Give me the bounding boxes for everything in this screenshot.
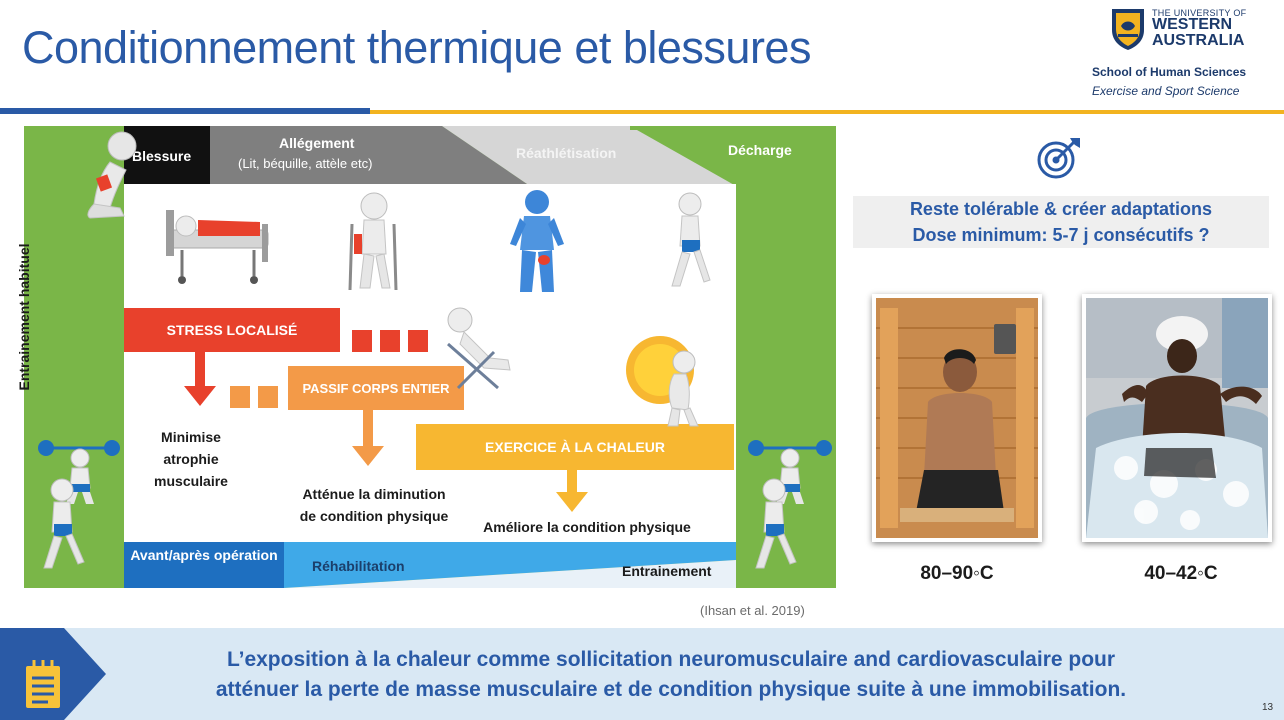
effect-attenue-line2: de condition physique — [299, 508, 449, 524]
page-number: 13 — [1262, 702, 1274, 713]
phase-allegement-detail: (Lit, béquille, attèle etc) — [238, 156, 373, 171]
phase-blessure: Blessure — [132, 148, 192, 164]
runner-left-figure-icon — [43, 478, 85, 569]
red-square — [408, 330, 428, 352]
conclusion-line-2: atténuer la perte de masse musculaire et… — [215, 678, 1127, 701]
phase-reathletisation: Réathlétisation — [516, 145, 617, 161]
arrow-exercice-down — [556, 470, 588, 512]
bar-exercice-chaleur: EXERCICE À LA CHALEUR — [416, 424, 734, 470]
effect-attenue: Atténue la diminution de condition physi… — [274, 483, 474, 527]
conclusion-line-1: L’exposition à la chaleur comme sollicit… — [226, 648, 1116, 671]
citation: (Ihsan et al. 2019) — [700, 603, 805, 618]
bath-temperature: 40–42◦C — [1144, 563, 1218, 584]
goal-line-2: Dose minimum: 5-7 j consécutifs ? — [912, 225, 1210, 245]
header-rule-gold — [370, 110, 1284, 114]
department-label: Exercise and Sport Science — [1092, 84, 1240, 98]
notepad-icon — [26, 660, 60, 708]
sun-tired-figure-icon — [626, 336, 699, 427]
university-crest-icon — [1112, 9, 1144, 50]
phase-rehabilitation: Réhabilitation — [312, 558, 405, 574]
sauna-image — [876, 298, 1038, 538]
sauna-temperature: 80–90◦C — [920, 563, 994, 584]
university-name-line2: AUSTRALIA — [1152, 32, 1245, 49]
goal-box: Reste tolérable & créer adaptations Dose… — [853, 196, 1269, 248]
effect-attenue-line1: Atténue la diminution — [302, 486, 446, 502]
bottom-phase-shapes — [124, 542, 736, 588]
bar-stress-localise: STRESS LOCALISÉ — [124, 308, 340, 352]
university-name-line1: WESTERN — [1152, 16, 1232, 33]
crutch-figure-icon — [348, 192, 398, 291]
orange-square — [230, 386, 250, 408]
conclusion-banner — [0, 628, 1284, 720]
arrow-stress-down — [184, 352, 216, 406]
blue-anatomy-figure-icon — [510, 190, 564, 292]
goal-line-1: Reste tolérable & créer adaptations — [909, 199, 1213, 219]
top-phase-shapes — [124, 126, 736, 186]
bar-passif-corps-entier: PASSIF CORPS ENTIER — [288, 366, 464, 410]
hospital-bed-figure-icon — [166, 210, 269, 284]
arrow-passif-down — [352, 410, 384, 466]
weightlifter-figure-icon — [38, 440, 120, 504]
runner-right-figure-icon — [755, 478, 797, 569]
red-square — [380, 330, 400, 352]
conclusion-text: L’exposition à la chaleur comme sollicit… — [106, 645, 1236, 705]
header-rule-blue — [0, 108, 370, 114]
bath-image — [1086, 298, 1268, 538]
target-icon — [1037, 138, 1080, 179]
school-label: School of Human Sciences — [1092, 65, 1247, 79]
orange-square — [258, 386, 278, 408]
sauna-photo — [872, 294, 1042, 542]
runner-figure-icon — [671, 192, 711, 287]
red-square — [352, 330, 372, 352]
university-name: WESTERN AUSTRALIA — [1152, 17, 1244, 49]
rehab-diagram: Blessure Allégement (Lit, béquille, attè… — [16, 126, 836, 588]
reclining-chair-figure-icon — [447, 307, 511, 390]
effect-minimise: Minimise atrophie musculaire — [154, 429, 228, 489]
phase-allegement: Allégement — [279, 135, 355, 151]
phase-decharge: Décharge — [728, 142, 792, 158]
effect-ameliore: Améliore la condition physique — [483, 519, 691, 535]
side-label-entrainement: Entrainement habituel — [16, 243, 32, 391]
weightlifter-right-figure-icon — [748, 440, 832, 504]
university-small-label: THE UNIVERSITY OF — [1152, 8, 1247, 18]
slide-title: Conditionnement thermique et blessures — [22, 22, 811, 73]
injured-figure-icon — [87, 131, 137, 219]
phase-entrainement: Entrainement — [622, 563, 712, 579]
cold-bath-photo — [1082, 294, 1272, 542]
phase-avant-apres: Avant/après opération — [130, 547, 278, 563]
